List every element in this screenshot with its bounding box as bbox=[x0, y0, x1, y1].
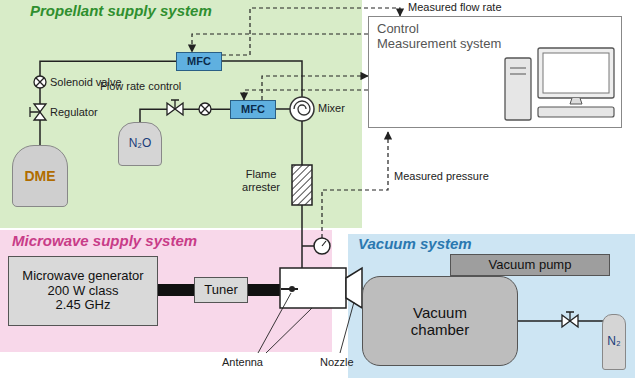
signal-line bbox=[262, 76, 368, 100]
computer-tower bbox=[505, 58, 531, 120]
region-title: Vacuum system bbox=[358, 235, 472, 252]
signal-label: Measured flow rate bbox=[408, 1, 502, 14]
pipe-line bbox=[158, 284, 194, 296]
region-band: Vacuum systemVacuum pumpVacuum chamberN₂ bbox=[348, 234, 635, 378]
node-text: MFC bbox=[187, 55, 211, 68]
node-text: 2.45 GHz bbox=[56, 298, 111, 313]
generator-box: Microwave generator200 W class2.45 GHz bbox=[8, 256, 158, 326]
pipe bbox=[301, 205, 303, 268]
valve-handle bbox=[171, 100, 179, 109]
node-text: 200 W class bbox=[48, 284, 119, 299]
flame-arrester-symbol bbox=[292, 165, 312, 205]
pipe bbox=[222, 61, 302, 97]
part-label: Flame arrester bbox=[234, 168, 288, 193]
gauge-stem bbox=[302, 245, 314, 247]
computer-keyboard bbox=[538, 107, 614, 117]
computer-monitor bbox=[538, 48, 614, 98]
signal-line bbox=[192, 34, 368, 52]
part-label: Nozzle bbox=[320, 356, 354, 369]
pipe-line bbox=[40, 61, 176, 145]
tuner-box: Tuner bbox=[194, 277, 248, 303]
pressure-signal-line bbox=[322, 132, 388, 238]
signal-label: Flow rate control bbox=[100, 80, 181, 93]
valve-symbol bbox=[570, 315, 578, 327]
regulator-symbol bbox=[34, 112, 46, 120]
waveguide bbox=[248, 284, 280, 296]
valve-symbol bbox=[167, 103, 175, 115]
signal-label: Measured pressure bbox=[394, 170, 489, 183]
gas-cylinder: DME bbox=[12, 145, 68, 207]
node-text: Vacuum chamber bbox=[400, 304, 480, 339]
computer-tower-slot bbox=[510, 74, 526, 75]
computer-tower-slot bbox=[510, 68, 526, 69]
part-label: Regulator bbox=[50, 106, 98, 119]
valve-symbol bbox=[562, 315, 570, 327]
valve-handle bbox=[566, 312, 574, 321]
node-text: Tuner bbox=[204, 283, 237, 298]
solenoid-valve-cross bbox=[201, 105, 209, 113]
regulator-handle bbox=[30, 107, 40, 117]
mfc-box: MFC bbox=[230, 100, 276, 119]
node-text: DME bbox=[24, 168, 55, 184]
pipe bbox=[301, 121, 303, 165]
regulator-symbol bbox=[34, 104, 46, 112]
solenoid-valve-cross bbox=[36, 78, 44, 86]
leader-line bbox=[266, 308, 312, 353]
gas-cylinder: N₂ bbox=[602, 314, 626, 370]
solenoid-valve-symbol bbox=[199, 103, 211, 115]
valve-symbol bbox=[175, 103, 183, 115]
node-text: Vacuum pump bbox=[489, 258, 572, 273]
control-box: ControlMeasurement system bbox=[368, 16, 622, 128]
region-title: Microwave supply system bbox=[12, 232, 197, 249]
part-label: Mixer bbox=[318, 102, 345, 115]
pipe-line bbox=[140, 109, 230, 122]
antenna-tip bbox=[289, 286, 295, 292]
signal-line bbox=[222, 8, 400, 55]
region-title: Propellant supply system bbox=[30, 2, 212, 19]
leader-line bbox=[340, 302, 354, 353]
node-text: Control bbox=[377, 22, 419, 37]
thruster-body bbox=[280, 268, 346, 308]
pump-box: Vacuum pump bbox=[450, 254, 610, 276]
leader-line bbox=[258, 293, 291, 353]
node-text: N₂O bbox=[129, 137, 152, 151]
gas-cylinder: N₂O bbox=[118, 122, 162, 166]
chamber-box: Vacuum chamber bbox=[362, 276, 518, 366]
node-text: N₂ bbox=[607, 335, 620, 349]
computer-screen bbox=[543, 53, 609, 93]
gauge-needle bbox=[322, 241, 326, 246]
node-text: Measurement system bbox=[377, 37, 501, 52]
part-label: Antenna bbox=[222, 356, 263, 369]
node-text: MFC bbox=[241, 103, 265, 116]
pressure-gauge bbox=[314, 238, 330, 254]
monitor-stand bbox=[570, 98, 582, 104]
mixer-symbol bbox=[290, 97, 314, 121]
solenoid-valve-symbol bbox=[34, 76, 46, 88]
mixer-coil bbox=[294, 101, 310, 115]
node-text: Microwave generator bbox=[22, 269, 143, 284]
pipe bbox=[276, 108, 290, 110]
mfc-box: MFC bbox=[176, 52, 222, 71]
